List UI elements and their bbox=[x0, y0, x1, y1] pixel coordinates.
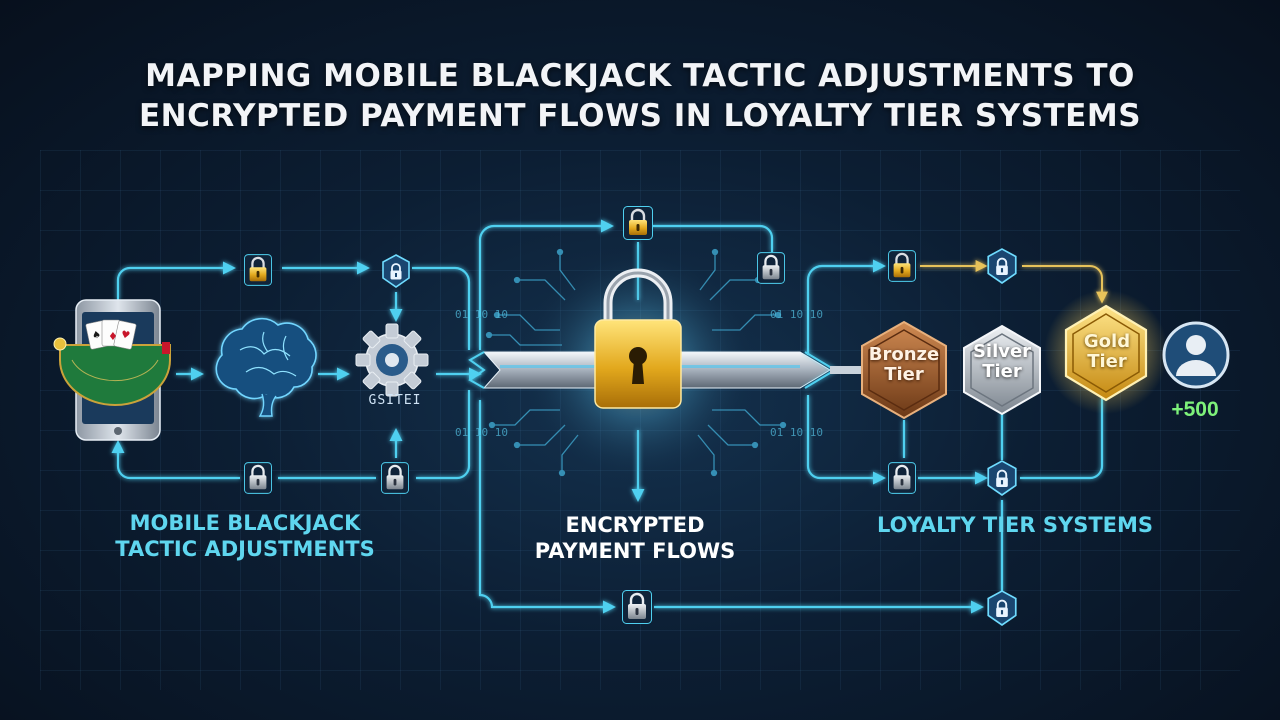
shield-lock-icon bbox=[987, 248, 1017, 284]
binary-text: 01 10 10 bbox=[455, 308, 508, 321]
padlock-icon bbox=[622, 590, 652, 624]
binary-text: 01 10 10 bbox=[770, 426, 823, 439]
gear-caption: GSITEI bbox=[368, 393, 422, 408]
bronze-tier-badge bbox=[861, 320, 947, 420]
page-title-line1: MAPPING MOBILE BLACKJACK TACTIC ADJUSTME… bbox=[145, 58, 1135, 94]
padlock-icon bbox=[381, 462, 409, 494]
shield-lock-icon bbox=[987, 460, 1017, 496]
binary-text: 01 10 10 bbox=[455, 426, 508, 439]
brain-icon bbox=[215, 317, 317, 417]
padlock-icon bbox=[244, 254, 272, 286]
page-title-line2: ENCRYPTED PAYMENT FLOWS IN LOYALTY TIER … bbox=[138, 98, 1142, 134]
svg-text:♥: ♥ bbox=[120, 329, 131, 342]
binary-text: 01 10 10 bbox=[770, 308, 823, 321]
padlock-icon bbox=[888, 250, 916, 282]
gear-icon bbox=[355, 323, 429, 397]
svg-text:♠: ♠ bbox=[91, 329, 102, 342]
smartphone-icon: ♦ ♠ ♥ bbox=[53, 299, 171, 441]
svg-text:♦: ♦ bbox=[108, 330, 118, 343]
reward-points: +500 bbox=[1171, 398, 1219, 421]
user-avatar-icon bbox=[1162, 321, 1230, 389]
gold-tier-badge bbox=[1064, 304, 1148, 402]
shield-lock-icon bbox=[382, 254, 410, 288]
gold-connectors bbox=[920, 260, 1108, 304]
padlock-icon bbox=[888, 462, 916, 494]
padlock-icon bbox=[757, 252, 785, 284]
padlock-icon bbox=[244, 462, 272, 494]
shield-lock-icon bbox=[987, 590, 1017, 626]
padlock-icon bbox=[623, 206, 653, 240]
central-padlock-icon bbox=[594, 268, 682, 409]
silver-tier-badge bbox=[963, 324, 1041, 416]
section-label-loyalty-tiers: LOYALTY TIER SYSTEMS bbox=[876, 513, 1154, 537]
